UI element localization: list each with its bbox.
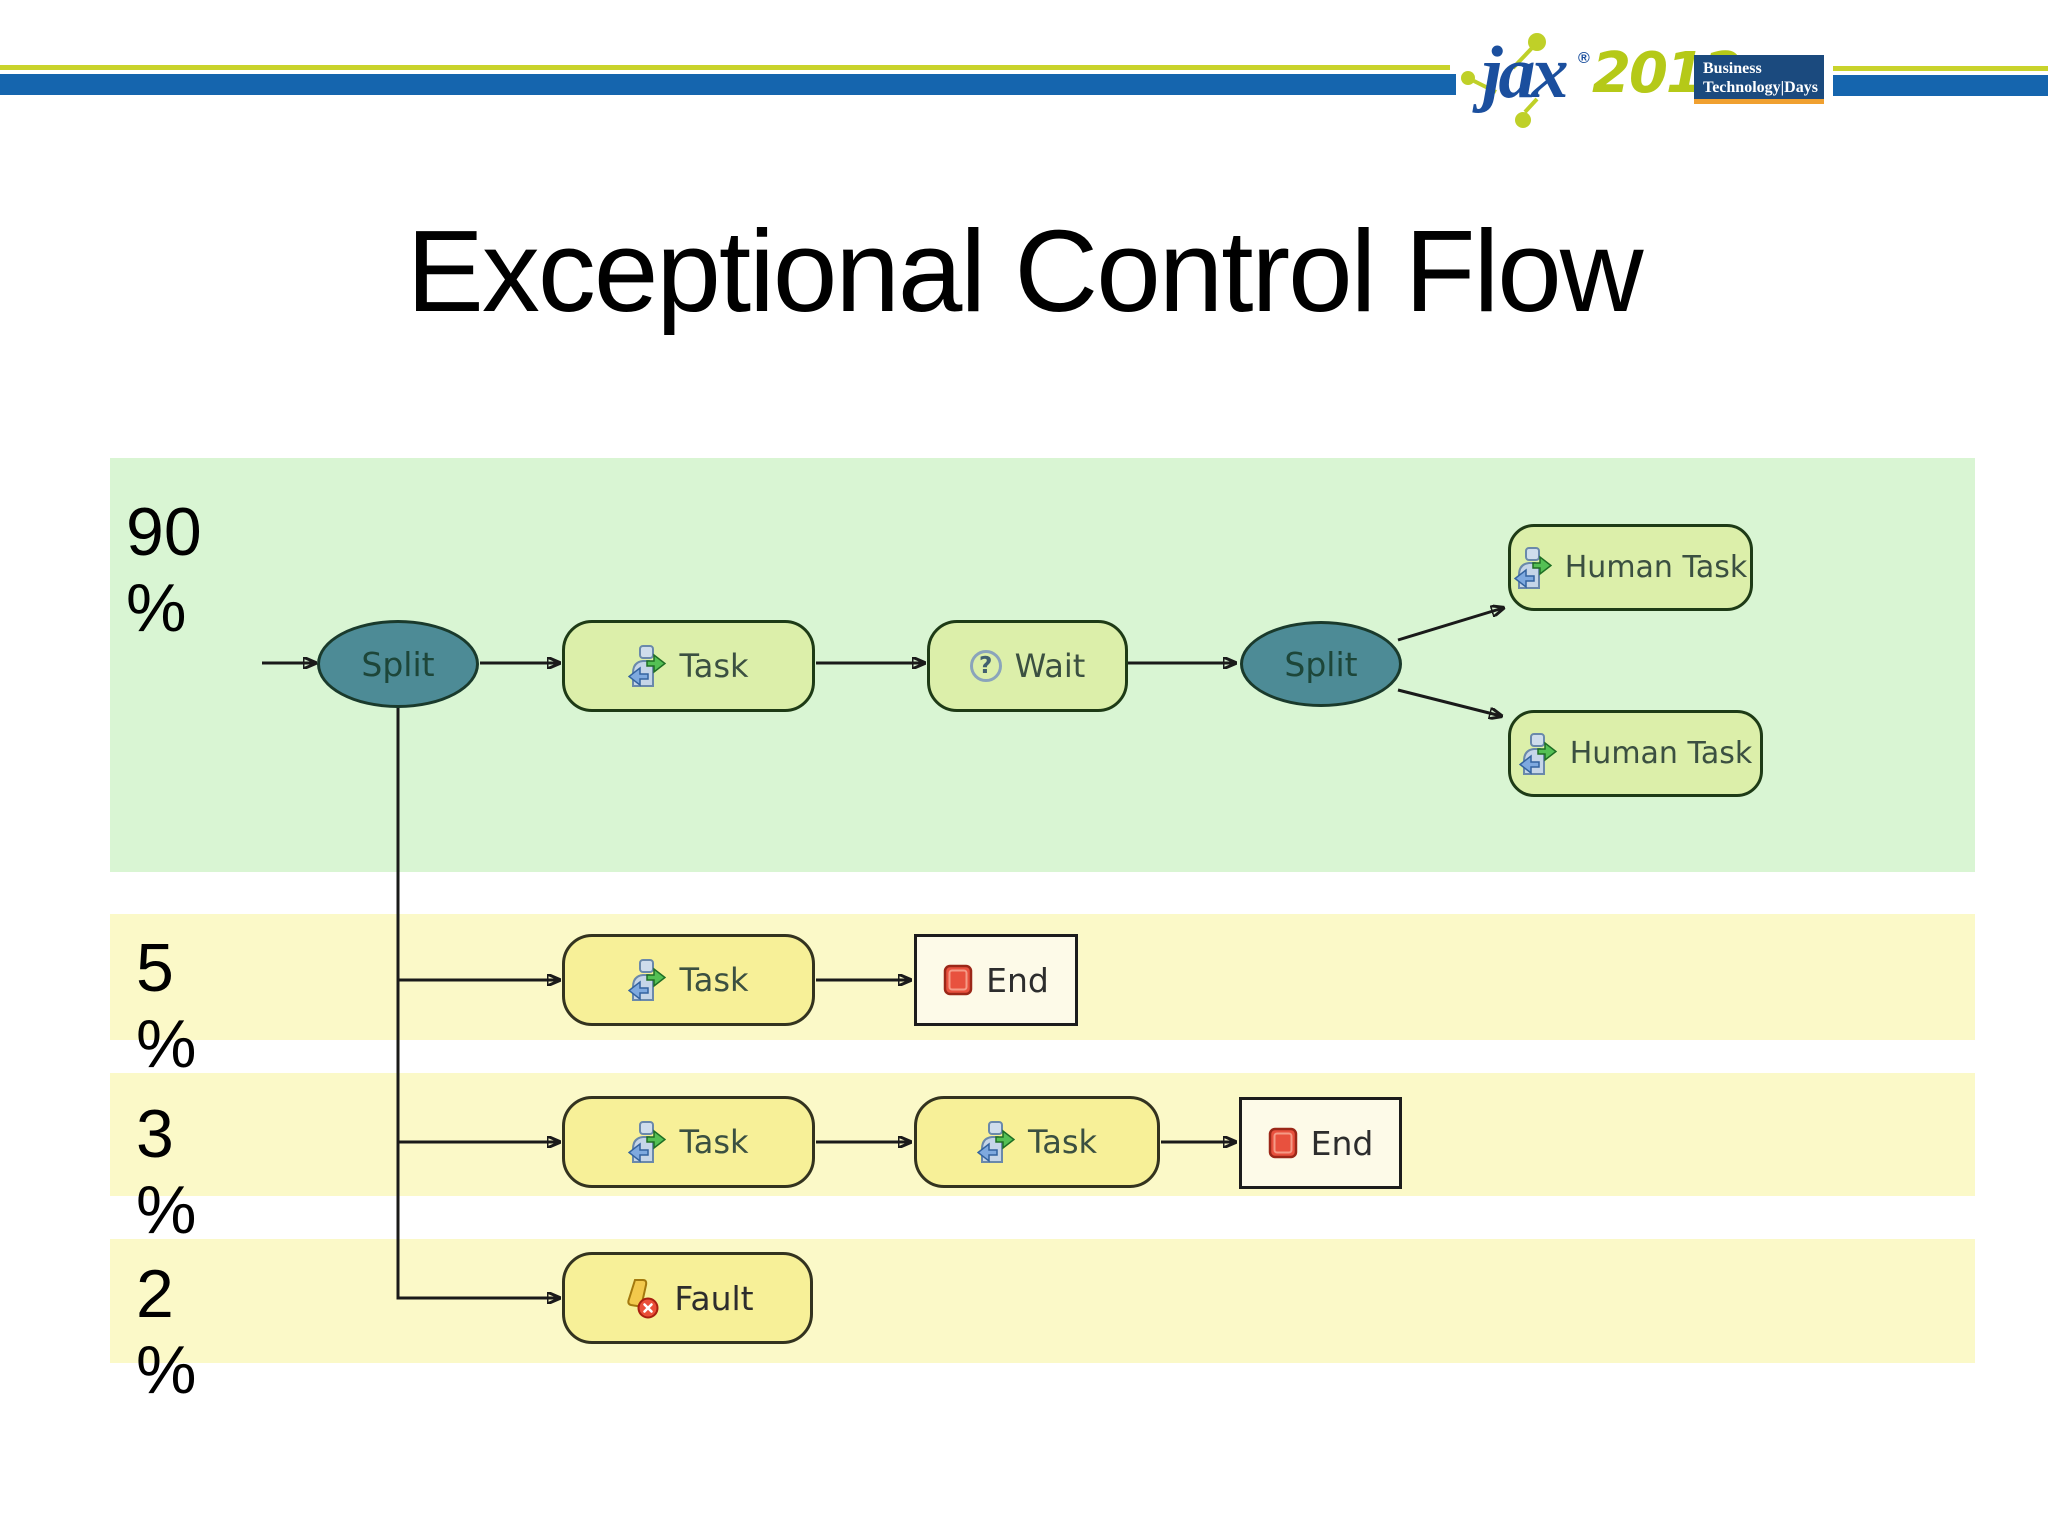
human-task-bottom-label: Human Task <box>1569 736 1753 771</box>
person-task-icon <box>1519 733 1557 775</box>
end-node-3pct-label: End <box>1310 1123 1374 1163</box>
task-node-1-label: Task <box>679 647 749 685</box>
split-node-2: Split <box>1240 621 1402 707</box>
human-task-node-bottom: Human Task <box>1508 710 1763 797</box>
task-node-3pct-b-label: Task <box>1027 1123 1098 1161</box>
task-node-3pct-a: Task <box>562 1096 815 1188</box>
fault-error-icon <box>621 1277 661 1319</box>
human-task-node-top: Human Task <box>1508 524 1753 611</box>
end-stop-icon <box>1268 1127 1298 1159</box>
person-task-icon <box>628 959 666 1001</box>
task-node-5pct-label: Task <box>679 961 749 999</box>
task-node-3pct-a-label: Task <box>679 1123 749 1161</box>
percent-label-5: 5% <box>136 930 197 1082</box>
logo-registered-mark: ® <box>1578 50 1590 67</box>
wait-icon: ? <box>969 650 1002 682</box>
header-yellow-rule-left <box>0 65 1450 70</box>
fault-node-2pct: Fault <box>562 1252 813 1344</box>
end-stop-icon <box>943 964 973 996</box>
band-2-percent <box>110 1239 1975 1363</box>
person-task-icon <box>977 1121 1015 1163</box>
wait-node-label: Wait <box>1014 647 1086 685</box>
person-task-icon <box>1514 547 1552 589</box>
person-task-icon <box>628 1121 666 1163</box>
split-node-1: Split <box>317 620 479 708</box>
task-node-5pct: Task <box>562 934 815 1026</box>
logo-jax-text: jax <box>1482 32 1569 114</box>
fault-node-2pct-label: Fault <box>674 1278 754 1318</box>
wait-node: ? Wait <box>927 620 1128 712</box>
btd-badge: Business Technology|Days <box>1694 55 1824 99</box>
end-node-5pct: End <box>914 934 1078 1026</box>
end-node-3pct: End <box>1239 1097 1402 1189</box>
header-blue-bar-left <box>0 74 1456 95</box>
header-yellow-rule-right <box>1833 66 2048 71</box>
person-task-icon <box>628 645 666 687</box>
split-node-1-label: Split <box>361 644 435 684</box>
badge-line1: Business <box>1703 60 1762 77</box>
percent-label-90: 90% <box>126 494 202 646</box>
task-node-3pct-b: Task <box>914 1096 1160 1188</box>
slide-title: Exceptional Control Flow <box>406 206 1643 336</box>
logo-molecule-icon <box>1461 33 1546 128</box>
task-node-1: Task <box>562 620 815 712</box>
header-blue-bar-right <box>1833 75 2048 96</box>
human-task-top-label: Human Task <box>1564 550 1748 585</box>
percent-label-3: 3% <box>136 1096 197 1248</box>
badge-line2: Technology|Days <box>1703 79 1818 96</box>
percent-label-2: 2% <box>136 1256 197 1408</box>
end-node-5pct-label: End <box>986 960 1049 1000</box>
split-node-2-label: Split <box>1284 644 1358 684</box>
badge-underline <box>1694 99 1824 104</box>
